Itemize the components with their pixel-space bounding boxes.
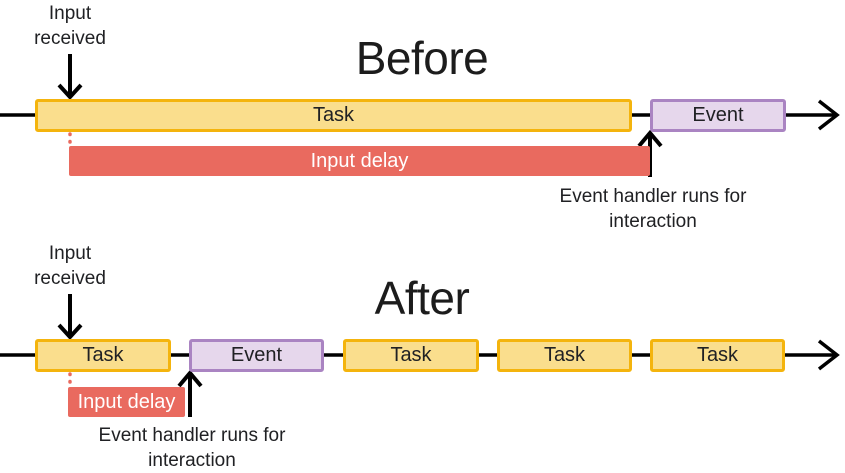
input-delay-bar-after: Input delay: [68, 387, 185, 417]
task-box-after-1: Task: [35, 339, 171, 372]
event-handler-arrow-before: [637, 129, 663, 177]
event-box-before: Event: [650, 99, 786, 132]
event-label: Event: [692, 104, 744, 126]
task-box-after-3: Task: [497, 339, 632, 372]
task-label: Task: [543, 344, 586, 366]
task-box-after-2: Task: [343, 339, 479, 372]
event-label: Event: [230, 344, 283, 366]
timeline-arrowhead-after: [817, 339, 840, 371]
event-box-after: Event: [189, 339, 324, 372]
section-title-after: After: [374, 272, 470, 324]
input-received-label-before: Input received: [34, 3, 106, 49]
event-handler-label-before: Event handler runs for interaction: [559, 186, 747, 232]
input-received-label-after: Input received: [34, 243, 106, 289]
input-delay-label: Input delay: [310, 149, 409, 172]
task-box-after-4: Task: [650, 339, 785, 372]
section-title-before: Before: [355, 32, 489, 84]
event-handler-arrow-after: [177, 369, 203, 417]
task-box-before: Task: [35, 99, 632, 132]
input-received-arrow-before: [57, 54, 83, 100]
event-handler-label-after: Event handler runs for interaction: [98, 425, 286, 471]
task-label: Task: [82, 344, 124, 366]
task-label: Task: [312, 104, 355, 126]
task-label: Task: [696, 344, 739, 366]
task-label: Task: [390, 344, 432, 366]
timeline-after: [0, 339, 840, 371]
input-received-arrow-after: [57, 294, 83, 340]
input-delay-label: Input delay: [77, 390, 176, 413]
timeline-arrowhead-before: [817, 99, 840, 131]
input-delay-bar-before: Input delay: [69, 146, 650, 176]
timeline-before: [0, 99, 840, 131]
